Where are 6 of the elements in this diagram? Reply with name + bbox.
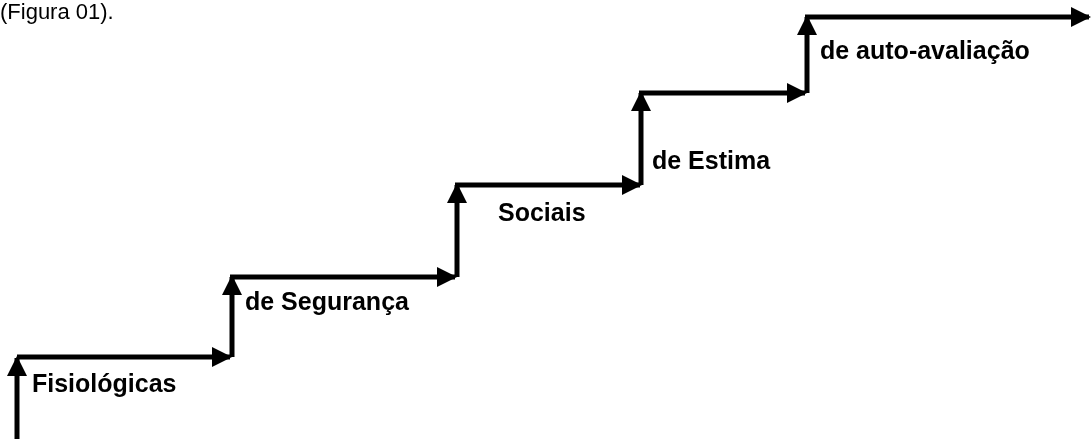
level-label: de auto-avaliação	[820, 37, 1030, 65]
level-label: Fisiológicas	[32, 370, 177, 398]
level-label: de Estima	[652, 147, 771, 175]
level-label: Sociais	[498, 199, 586, 227]
figure-reference: (Figura 01).	[0, 0, 114, 25]
level-label: de Segurança	[245, 288, 409, 316]
